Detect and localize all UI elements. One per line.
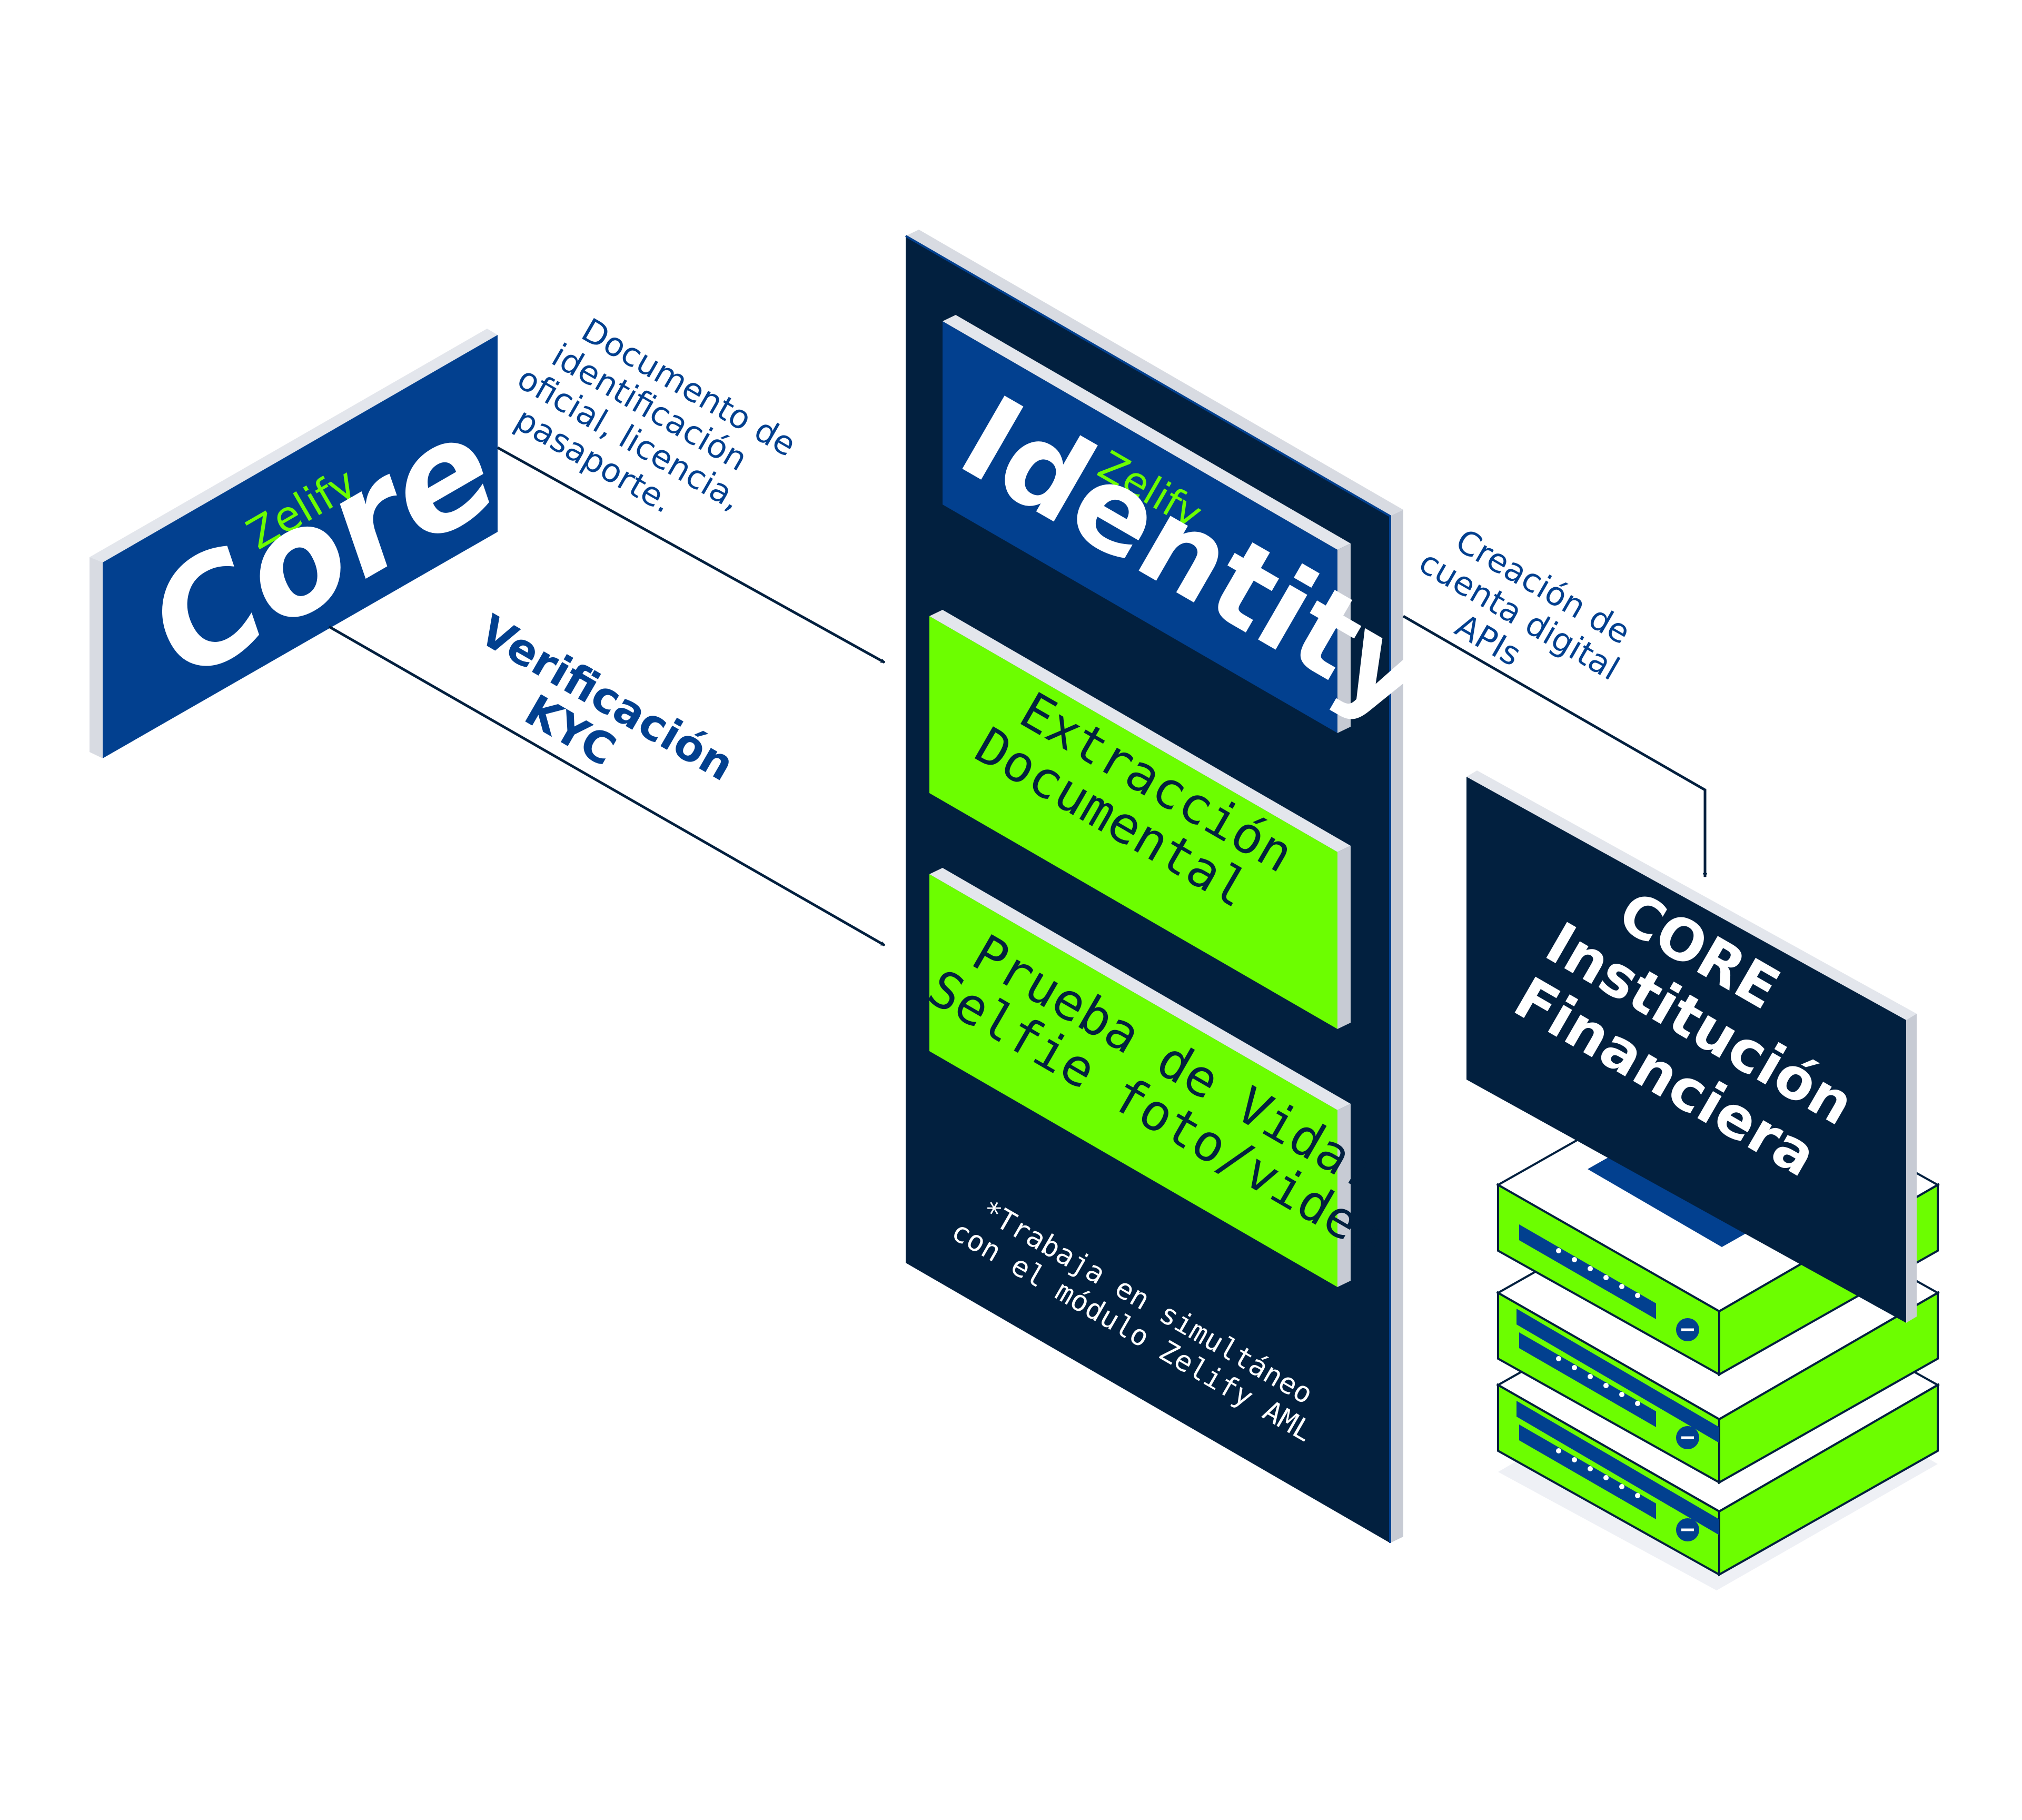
server-leds (1556, 1248, 1640, 1498)
kyc-label: Verificación KYC (471, 606, 742, 791)
identity-panel: Zelify Identity Extracción Documental Pr… (905, 230, 1451, 1543)
arrow-documents (497, 446, 885, 664)
core-card: Zelify Core (90, 329, 523, 758)
arrow-account (1402, 615, 1705, 877)
documents-label: Documento de identificación oficial, lic… (509, 311, 802, 521)
kyc-label-line1: Verificación (471, 606, 742, 791)
arrow-kyc (328, 625, 885, 947)
